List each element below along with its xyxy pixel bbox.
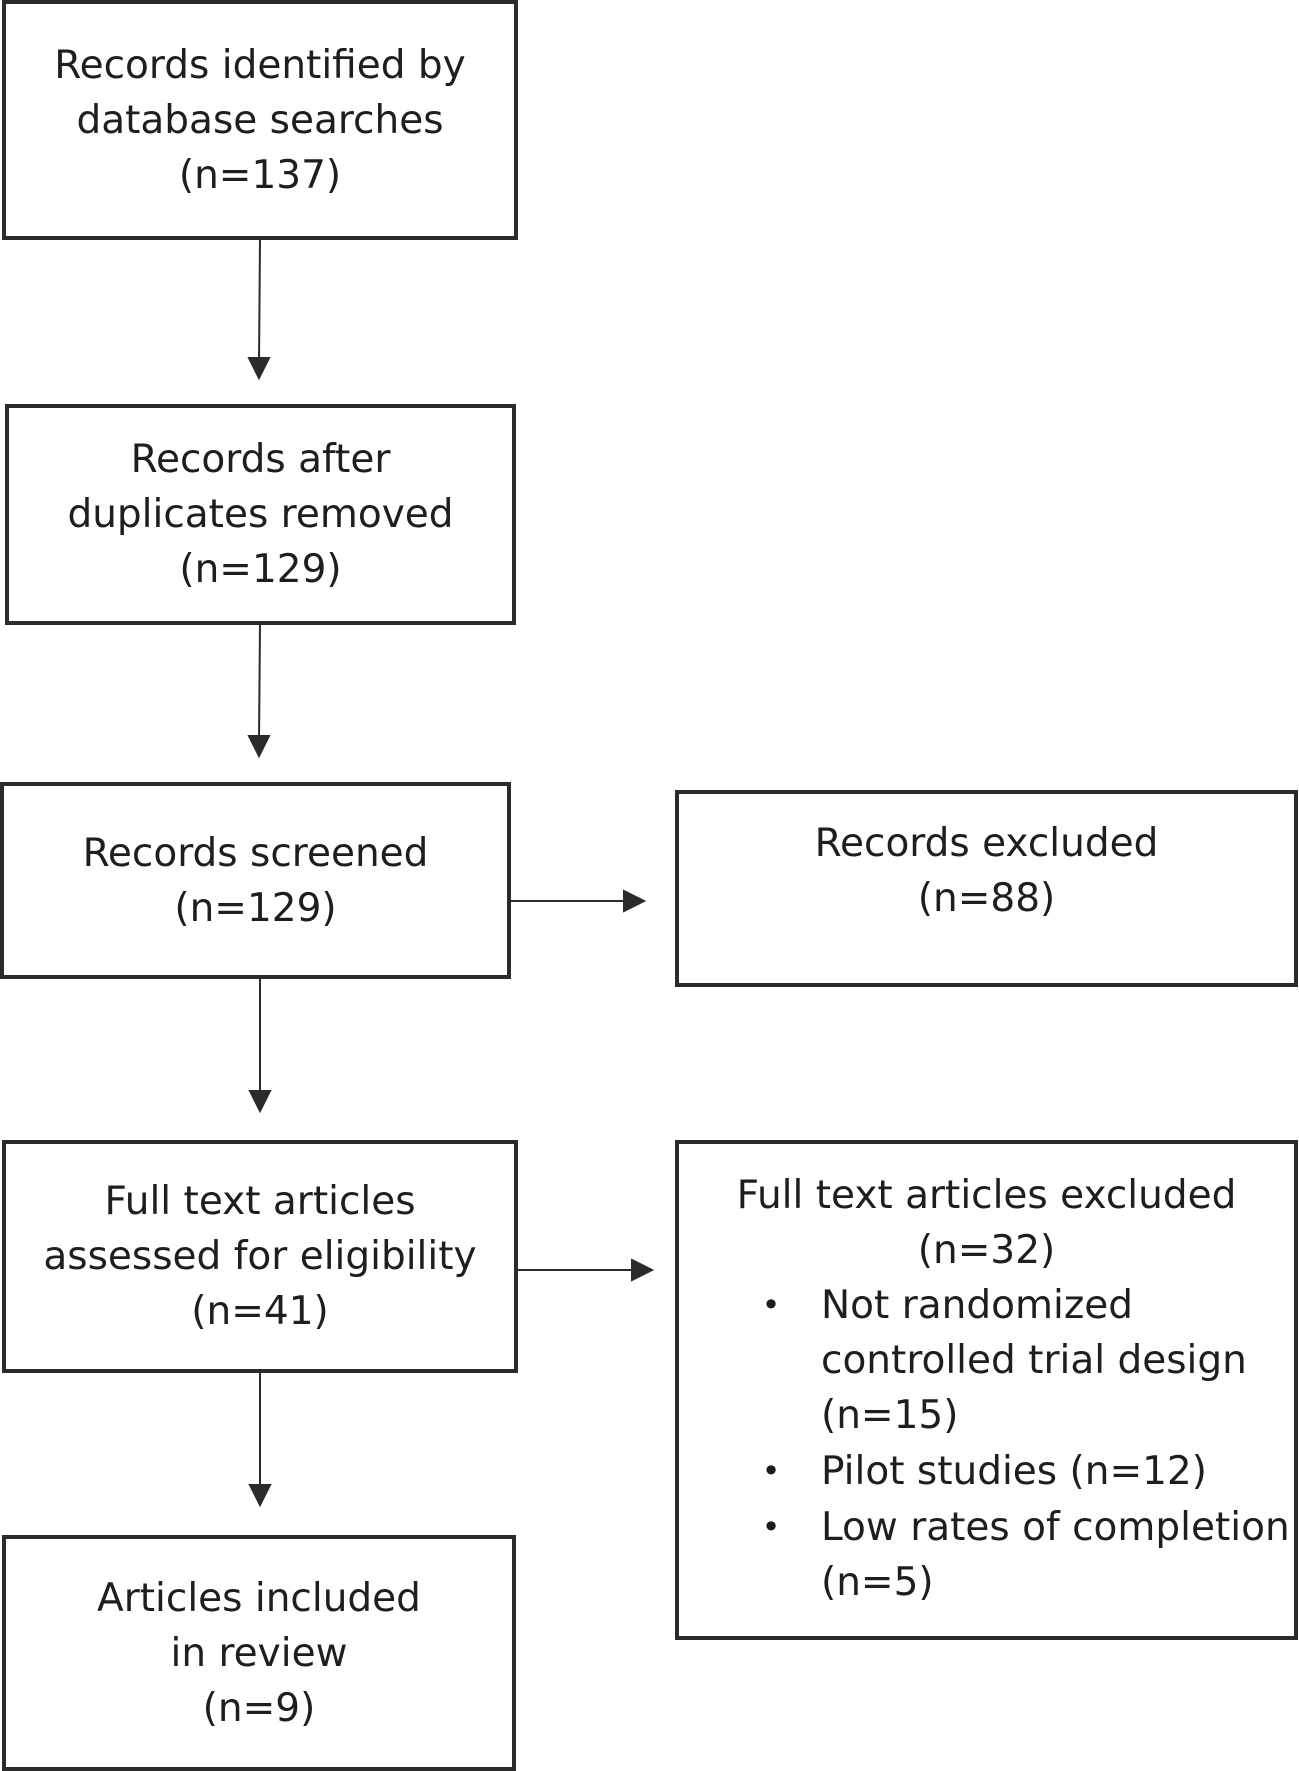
box-records-screened: Records screened (n=129) [0,782,511,979]
arrowhead-down-icon [247,357,271,381]
bullet-icon: • [761,1286,781,1324]
arrowhead-right-icon [631,1258,655,1282]
arrowhead-down-icon [248,1090,272,1114]
box-full-text-assessed: Full text articles assessed for eligibil… [2,1140,518,1373]
exclusion-reason-line: controlled trial design [821,1338,1247,1383]
box-text-line: Articles included [97,1575,421,1621]
arrowhead-down-icon [248,1484,272,1508]
box-text-line: duplicates removed [67,492,454,537]
box-text-line: assessed for eligibility [43,1234,477,1279]
exclusion-reason-line: Not randomized [821,1283,1134,1328]
arrowhead-down-icon [247,735,271,759]
box-count: (n=88) [917,875,1056,921]
box-title: Full text articles excluded [736,1173,1237,1218]
box-records-after-duplicates: Records after duplicates removed (n=129) [5,404,516,625]
box-count: (n=137) [178,152,342,198]
box-records-excluded: Records excluded (n=88) [675,790,1298,987]
box-text-line: Records screened [82,830,429,876]
box-text-line: Records excluded [814,820,1159,866]
box-count: (n=32) [917,1228,1056,1273]
box-text-line: Full text articles [104,1179,416,1224]
exclusion-reason-count: (n=5) [821,1560,934,1605]
arrowhead-right-icon [623,889,647,913]
box-articles-included: Articles included in review (n=9) [2,1535,516,1771]
box-count: (n=9) [202,1685,316,1731]
box-count: (n=41) [191,1289,329,1334]
box-text-line: Records identified by [54,42,466,88]
box-count: (n=129) [179,547,342,592]
exclusion-reason-count: (n=15) [821,1393,959,1438]
arrow-duplicates-to-screened [258,624,261,741]
bullet-icon: • [761,1452,781,1490]
box-full-text-excluded: Full text articles excluded (n=32) • Not… [675,1140,1298,1640]
exclusion-reason-line: Pilot studies (n=12) [821,1449,1207,1494]
box-text-line: in review [170,1630,348,1676]
exclusion-reason-line: Low rates of completion [821,1505,1290,1550]
arrow-identified-to-duplicates [258,239,261,363]
bullet-icon: • [761,1508,781,1546]
box-text-line: Records after [130,437,391,482]
box-text-line: database searches [76,97,444,143]
box-records-identified: Records identified by database searches … [2,0,518,240]
box-count: (n=129) [174,885,337,931]
